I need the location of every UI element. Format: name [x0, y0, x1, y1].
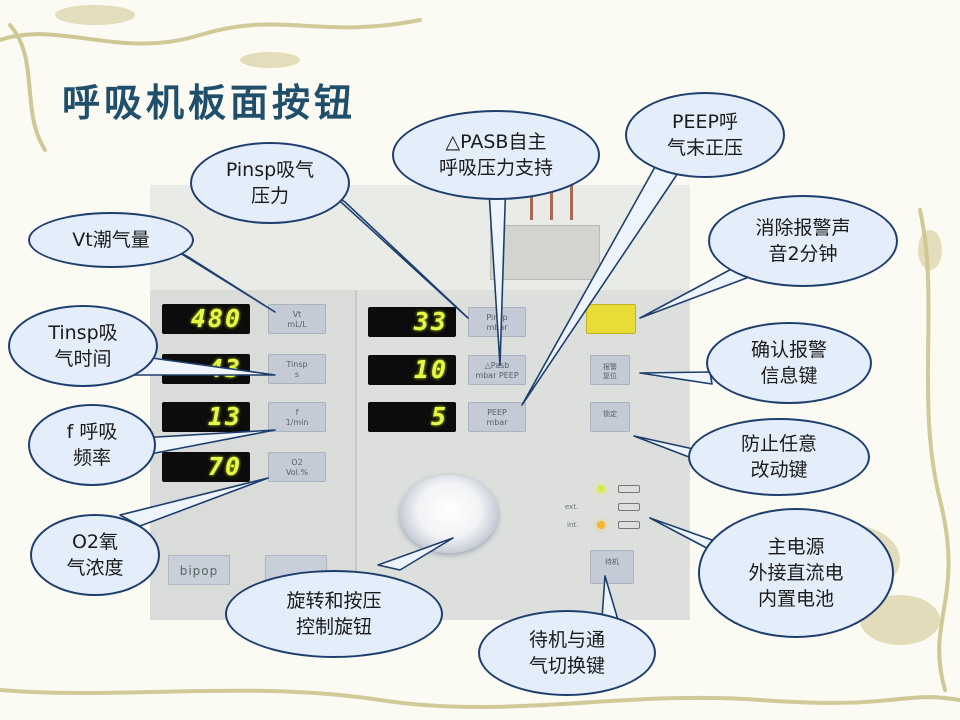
alarm-silence-button[interactable]: [586, 304, 636, 334]
vt-display: 480: [162, 304, 250, 334]
cable: [530, 185, 533, 220]
callout-pasb: △PASB自主 呼吸压力支持: [392, 110, 600, 200]
callout-alarm-silence: 消除报警声 音2分钟: [708, 195, 898, 287]
vt-button[interactable]: Vt mL/L: [268, 304, 326, 334]
power-led-mains: [597, 485, 605, 493]
battery-int-icon: [618, 521, 640, 529]
pasb-button[interactable]: △Pasb mbar PEEP: [468, 355, 526, 385]
cable: [550, 185, 553, 220]
f-display: 13: [162, 402, 250, 432]
standby-button[interactable]: 待机: [590, 550, 634, 584]
lock-button[interactable]: 锁定: [590, 402, 630, 432]
callout-o2: O2氧 气浓度: [30, 514, 160, 596]
tinsp-button[interactable]: Tinsp s: [268, 354, 326, 384]
o2-display: 70: [162, 452, 250, 482]
slide-title: 呼吸机板面按钮: [62, 80, 357, 125]
callout-vt: Vt潮气量: [28, 212, 194, 268]
pasb-display: 10: [368, 355, 456, 385]
plug-icon: [618, 485, 640, 493]
f-button[interactable]: f 1/min: [268, 402, 326, 432]
brand-badge: bipop: [168, 555, 230, 585]
callout-tinsp: Tinsp吸 气时间: [8, 305, 158, 387]
alarm-reset-button[interactable]: 报警 复位: [590, 355, 630, 385]
callout-lock: 防止任意 改动键: [688, 418, 870, 496]
led-label-int: int.: [567, 521, 579, 529]
callout-knob: 旋转和按压 控制旋钮: [225, 570, 443, 658]
pinsp-display: 33: [368, 307, 456, 337]
callout-standby: 待机与通 气切换键: [478, 610, 656, 696]
ventilator-panel: 480 43 13 70 Vt mL/L Tinsp s f 1/min O2 …: [150, 185, 690, 620]
o2-button[interactable]: O2 Vol.%: [268, 452, 326, 482]
panel-inner: [355, 290, 690, 620]
battery-ext-icon: [618, 503, 640, 511]
power-led-internal: [597, 521, 605, 529]
callout-peep: PEEP呼 气末正压: [625, 92, 785, 178]
callout-power: 主电源 外接直流电 内置电池: [698, 508, 894, 638]
callout-f: f 呼吸 频率: [28, 404, 156, 486]
callout-alarm-confirm: 确认报警 信息键: [706, 322, 872, 404]
cable: [570, 185, 573, 220]
peep-button[interactable]: PEEP mbar: [468, 402, 526, 432]
callout-pinsp: Pinsp吸气 压力: [190, 142, 350, 224]
led-label-ext: ext.: [565, 503, 579, 511]
peep-display: 5: [368, 402, 456, 432]
device-sticker: [490, 225, 600, 280]
